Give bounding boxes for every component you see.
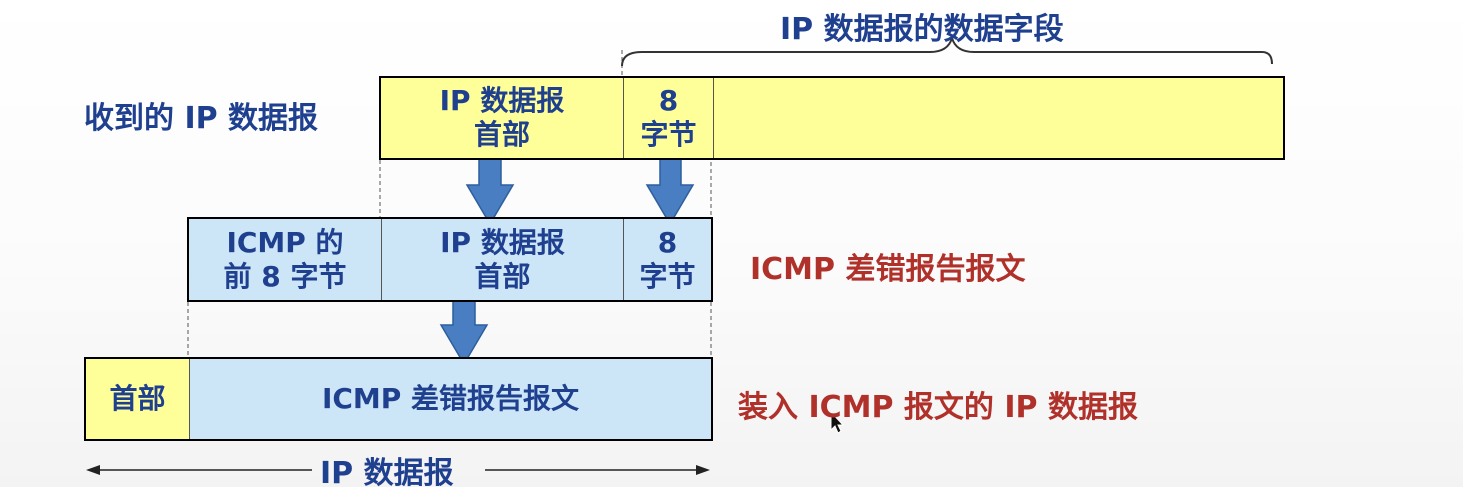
icmp-ip-header-line1: IP 数据报 [440, 225, 565, 259]
icmp-message-bar: ICMP 的 前 8 字节 IP 数据报 首部 8 字节 [187, 217, 713, 302]
icmp-first8-cell: ICMP 的 前 8 字节 [189, 219, 381, 300]
received-header-line2: 首部 [473, 118, 530, 151]
down-arrow-icon [645, 155, 695, 226]
icmp-message-label: ICMP 差错报告报文 [750, 252, 1026, 287]
icmp-bytes-cell: 8 字节 [623, 219, 711, 300]
received-datagram-label: 收到的 IP 数据报 [84, 101, 319, 136]
icmp-first8-line2: 前 8 字节 [223, 259, 347, 293]
final-body-cell: ICMP 差错报告报文 [190, 359, 711, 439]
data-field-label: IP 数据报的数据字段 [780, 12, 1064, 47]
icmp-bytes-line2: 字节 [639, 259, 696, 293]
final-datagram-bar: 首部 ICMP 差错报告报文 [84, 357, 713, 441]
down-arrow-icon [439, 297, 489, 366]
down-arrow-icon [465, 155, 515, 226]
icmp-first8-line1: ICMP 的 [226, 225, 344, 259]
icmp-bytes-line1: 8 [657, 225, 678, 259]
final-datagram-label: 装入 ICMP 报文的 IP 数据报 [738, 390, 1138, 425]
ip-datagram-span-label: IP 数据报 [320, 456, 454, 491]
mouse-cursor-icon [830, 410, 845, 434]
icmp-ip-header-cell: IP 数据报 首部 [381, 219, 623, 300]
received-remaining-data-cell [713, 78, 1283, 158]
received-bytes-cell: 8 字节 [623, 78, 713, 158]
received-header-line1: IP 数据报 [439, 84, 565, 117]
icmp-ip-header-line2: 首部 [474, 259, 531, 293]
final-body-text: ICMP 差错报告报文 [321, 382, 580, 415]
span-dimension-line [86, 465, 710, 475]
data-field-brace [621, 34, 1273, 67]
received-header-cell: IP 数据报 首部 [381, 78, 623, 158]
received-datagram-bar: IP 数据报 首部 8 字节 [379, 76, 1285, 160]
received-bytes-line2: 字节 [640, 118, 697, 151]
received-bytes-line1: 8 [658, 84, 679, 117]
final-header-text: 首部 [109, 382, 166, 415]
final-header-cell: 首部 [86, 359, 190, 439]
